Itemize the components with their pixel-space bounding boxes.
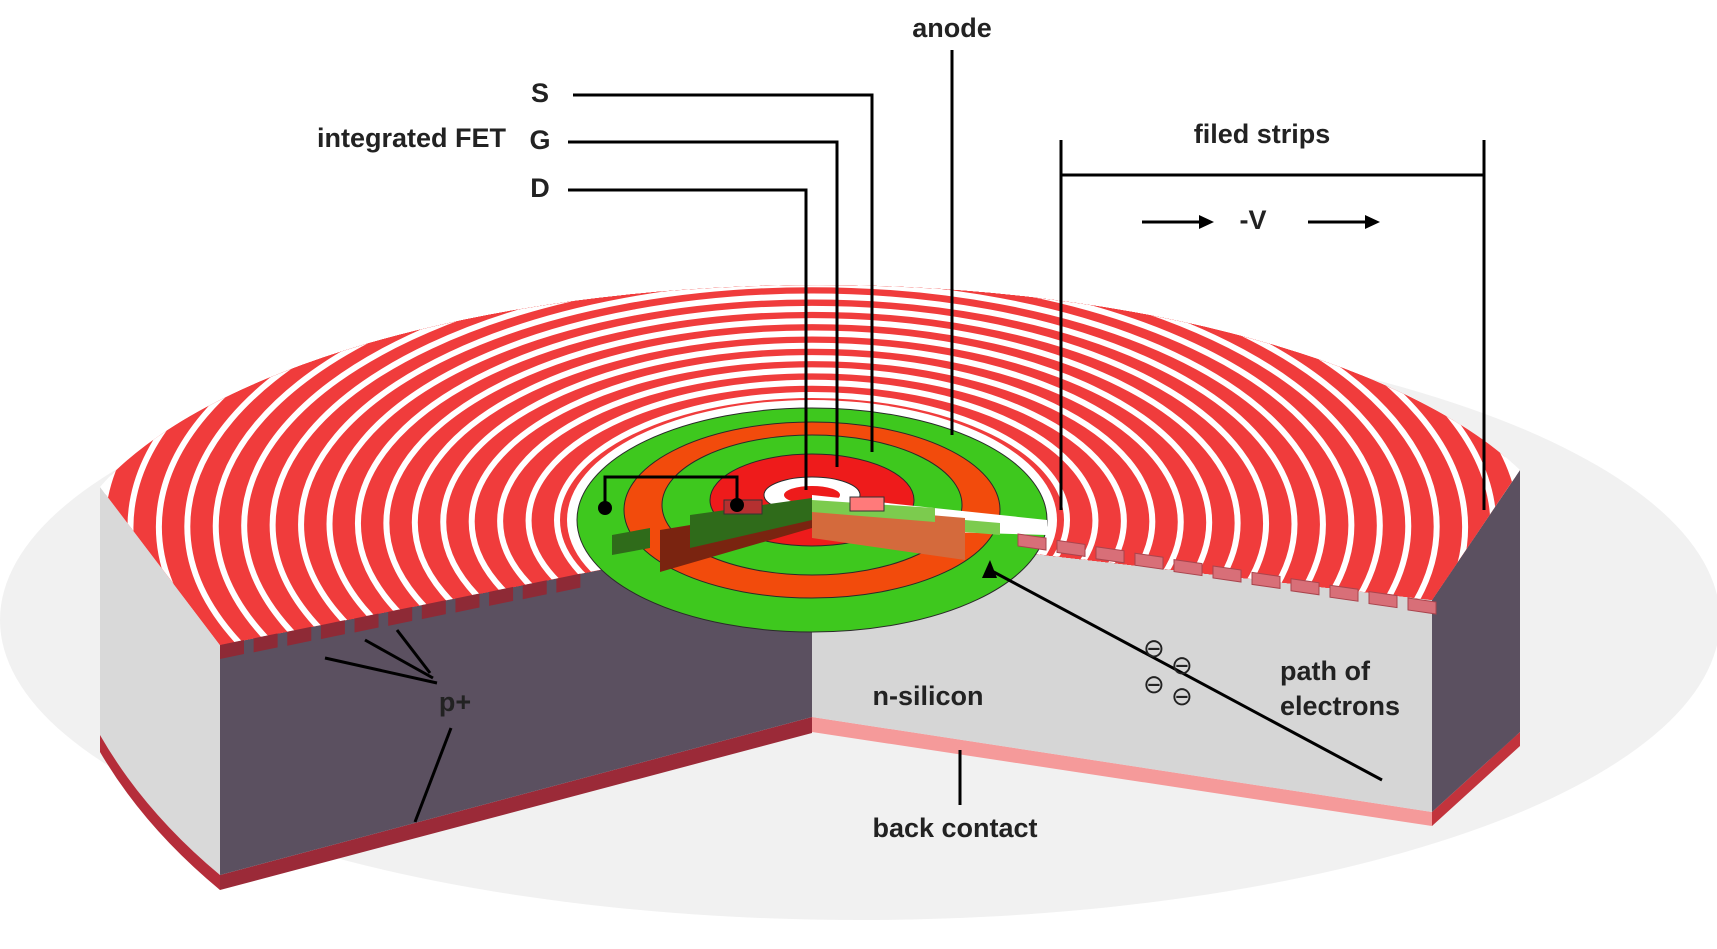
p-plus-section-left-1: [220, 640, 244, 659]
electron-path-line: [989, 568, 1383, 782]
p-plus-section-right-1: [1017, 533, 1047, 551]
back-contact-right: [812, 717, 1432, 826]
p-plus-section-left-6: [388, 606, 413, 626]
p-plus-section-left-5: [354, 613, 379, 633]
source-leader: [573, 93, 874, 452]
back-contact-right-edge: [1432, 732, 1520, 826]
p-plus-section-right-7: [1251, 571, 1281, 589]
p-plus-strip-sections: [220, 533, 1437, 659]
p-plus-section-right-3: [1095, 546, 1125, 564]
p-plus-section-right-9: [1329, 584, 1359, 602]
anode-label: anode: [912, 13, 992, 43]
gate-label: G: [529, 125, 550, 155]
voltage-arrowhead-right: [1365, 215, 1380, 229]
p-plus-section-left-10: [522, 580, 547, 600]
electron-path-arrowhead: [982, 560, 997, 578]
p-plus-section-right-4: [1134, 552, 1164, 570]
detector-body: [0, 285, 1717, 920]
voltage-label: -V: [1240, 205, 1267, 235]
gate-pad-dot: [730, 498, 744, 512]
p-plus-section-left-8: [455, 593, 480, 613]
p-plus-leader-2: [364, 638, 434, 680]
p-plus-section-left-3: [287, 626, 312, 646]
p-plus-section-left-2: [253, 633, 278, 653]
p-plus-section-right-2: [1056, 539, 1086, 557]
gate-contact-right: [849, 496, 885, 512]
voltage-arrowhead-left: [1199, 215, 1214, 229]
fet-cut-strip-left: [612, 528, 650, 555]
p-plus-section-right-5: [1173, 559, 1203, 577]
p-plus-section-left-4: [320, 620, 345, 640]
electron-4: ⊖: [1171, 681, 1193, 711]
voltage-arrows: [1142, 215, 1380, 229]
outer-side-right: [1432, 470, 1520, 812]
integrated-fet-label: integrated FET: [317, 123, 507, 153]
p-plus-leader-4: [413, 727, 453, 823]
fet-interconnect: [603, 475, 739, 508]
drain-pad-dot: [598, 501, 612, 515]
field-strips-bracket: [1059, 140, 1486, 510]
back-contact-left: [100, 735, 220, 890]
p-plus-section-right-8: [1290, 578, 1320, 596]
labels: anode S G D integrated FET filed strips …: [317, 13, 1400, 843]
electrons: ⊖ ⊖ ⊖ ⊖: [1143, 633, 1193, 711]
field-strips-label: filed strips: [1194, 119, 1331, 149]
n-silicon-label: n-silicon: [872, 681, 983, 711]
p-plus-label: p+: [439, 687, 471, 717]
p-plus-leader-3: [395, 629, 432, 674]
electron-2: ⊖: [1171, 650, 1193, 680]
electron-1: ⊖: [1143, 633, 1165, 663]
p-plus-section-left-11: [556, 573, 581, 593]
anode-cut-strip-right: [965, 520, 1000, 535]
p-plus-leader-1: [324, 656, 438, 685]
gate-leader: [568, 140, 839, 467]
back-contact-label: back contact: [872, 813, 1037, 843]
p-plus-section-right-11: [1407, 597, 1437, 615]
p-plus-section-right-6: [1212, 565, 1242, 583]
path-of-electrons-label-line2: electrons: [1280, 691, 1400, 721]
p-plus-section-left-7: [421, 600, 446, 620]
path-of-electrons-label-line1: path of: [1280, 656, 1371, 686]
back-contact-left-cut: [220, 717, 812, 890]
p-plus-section-right-10: [1368, 591, 1398, 609]
anode-cut-block-left: [690, 498, 812, 548]
drain-label: D: [530, 173, 550, 203]
source-label: S: [531, 78, 549, 108]
n-silicon-dark-cut: [220, 528, 812, 875]
outer-side-wall: [100, 487, 220, 875]
p-plus-section-left-9: [489, 586, 514, 606]
drain-leader: [568, 188, 808, 490]
electron-3: ⊖: [1143, 669, 1165, 699]
center-structure: [576, 407, 1048, 633]
annotation-leaders: [324, 50, 1486, 823]
